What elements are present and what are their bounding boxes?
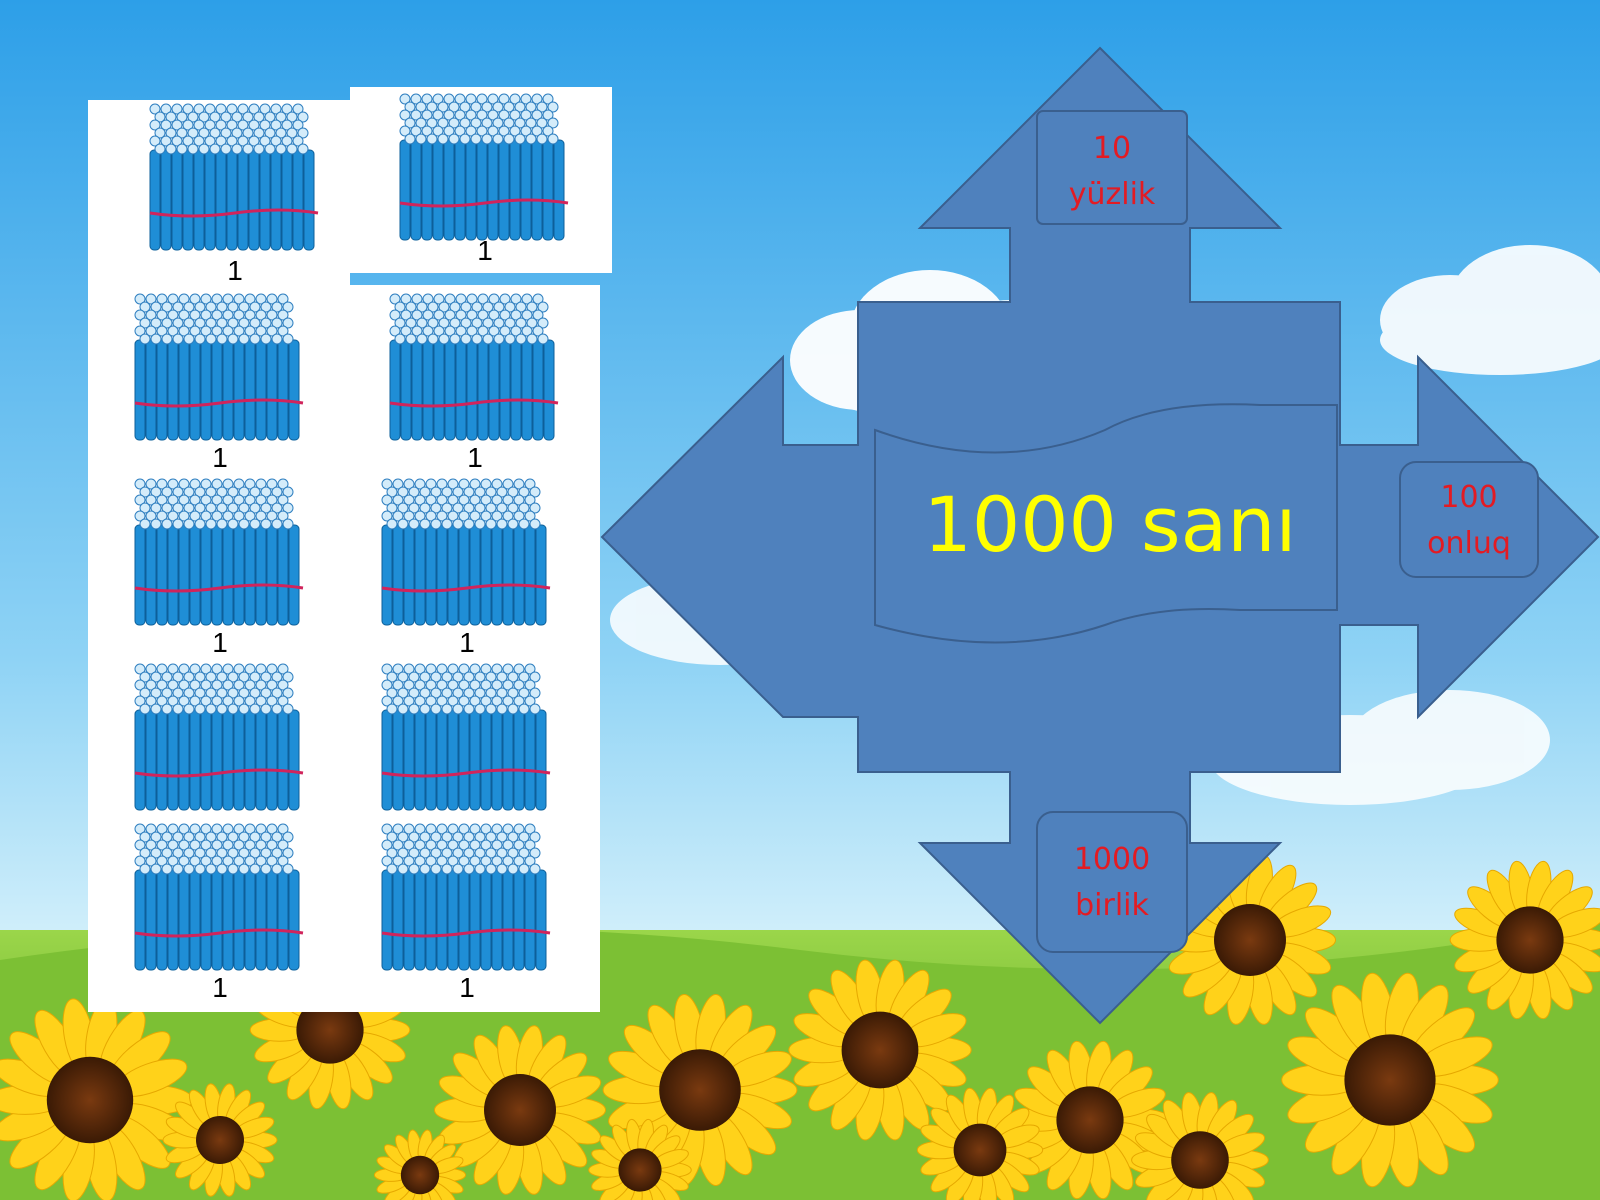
sunflower-icon [1164, 855, 1336, 1025]
scroll-banner [874, 403, 1338, 644]
stick-bundle: 1 [125, 815, 315, 1005]
stick-bundle: 1 [390, 85, 580, 275]
stick-bundle-icon [381, 823, 551, 971]
top-box-line1: 10 [1092, 131, 1132, 166]
sunflower-icon [1449, 860, 1600, 1020]
sunflower-icon [588, 1118, 692, 1200]
sunflower-icon [434, 1025, 606, 1195]
bottom-label-box [1036, 811, 1188, 953]
cloud-shape [1380, 245, 1600, 375]
stick-bundle-icon [149, 103, 319, 251]
sunflower-icon [916, 1087, 1044, 1200]
stick-bundle: 1 [125, 470, 315, 660]
bundle-label: 1 [212, 627, 228, 658]
sunflower-icon [0, 998, 194, 1200]
bundle-label: 1 [459, 627, 475, 658]
bundle-label: 1 [459, 972, 475, 1003]
top-box-text: 10 yüzlik [1037, 126, 1187, 218]
sunflower-field [0, 855, 1600, 1200]
bundle-label: 1 [477, 235, 493, 266]
stick-bundle-icon [381, 478, 551, 626]
stick-bundle: 1 [140, 95, 330, 286]
bundle-label: 1 [212, 442, 228, 473]
right-box-line1: 100 [1440, 480, 1498, 515]
stick-bundle: 1 [125, 285, 315, 475]
bundle-label: 1 [212, 972, 228, 1003]
bottom-box-line2: birlik [1075, 888, 1149, 923]
bottom-box-text: 1000 birlik [1037, 837, 1187, 929]
stick-bundle-icon [399, 93, 569, 241]
center-label: 1000 sanı [923, 480, 1297, 569]
stick-bundle: 1 [380, 285, 570, 475]
stick-bundle-icon [134, 293, 304, 441]
stick-bundle: 1 [372, 815, 562, 1005]
sunflower-icon [788, 959, 972, 1141]
right-label-box [1399, 461, 1539, 578]
stick-bundle-icon [134, 823, 304, 971]
cloud-shape [1210, 690, 1550, 805]
sunflower-icon [1009, 1040, 1171, 1200]
bundle-label: 1 [467, 442, 483, 473]
right-box-line2: onluq [1427, 526, 1511, 561]
stick-bundle [372, 655, 562, 845]
bundle-label: 1 [227, 255, 243, 286]
sunflower-icon [1131, 1092, 1269, 1200]
stick-bundle-icon [389, 293, 559, 441]
top-label-box [1036, 110, 1188, 225]
right-box-text: 100 onluq [1400, 475, 1538, 567]
top-box-line2: yüzlik [1068, 177, 1156, 212]
sunflower-icon [1281, 972, 1499, 1188]
sunflower-icon [373, 1129, 467, 1200]
stick-bundle: 1 [372, 470, 562, 660]
stick-bundle-icon [134, 478, 304, 626]
sunflower-icon [162, 1083, 278, 1197]
stick-bundle-icon [381, 663, 551, 811]
stick-bundle [125, 655, 315, 845]
stick-bundle-icon [134, 663, 304, 811]
bottom-box-line1: 1000 [1073, 842, 1151, 877]
